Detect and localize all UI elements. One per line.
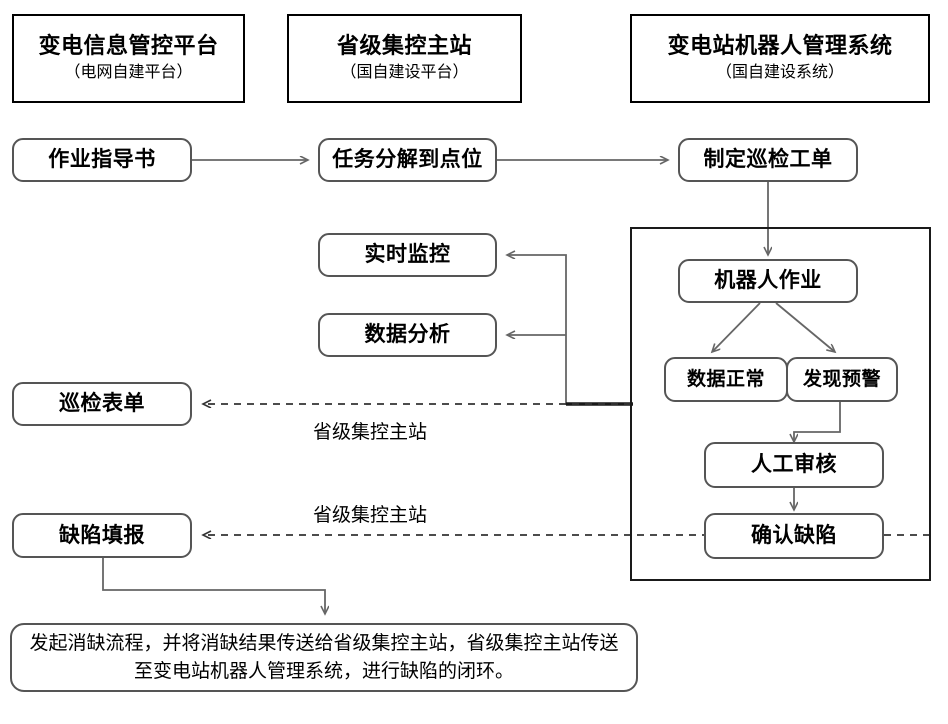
node-label: 数据分析 <box>364 322 451 347</box>
node-label: 实时监控 <box>364 242 451 267</box>
node-label: 制定巡检工单 <box>703 147 833 172</box>
node-inspection-form[interactable]: 巡检表单 <box>12 382 192 426</box>
node-label: 确认缺陷 <box>751 523 837 548</box>
node-data-normal[interactable]: 数据正常 <box>664 357 788 402</box>
node-label: 人工审核 <box>751 452 837 477</box>
node-realtime-monitor[interactable]: 实时监控 <box>318 233 497 277</box>
system-box-robot-management: 变电站机器人管理系统 （国自建设系统） <box>630 14 930 103</box>
system-subtitle: （国自建设平台） <box>340 61 469 81</box>
system-title: 变电站机器人管理系统 <box>667 34 893 60</box>
edge-panel-to-monitoring <box>507 255 631 405</box>
node-robot-operation[interactable]: 机器人作业 <box>678 259 858 303</box>
edge-robot-to-data-normal <box>712 302 761 352</box>
node-manual-review[interactable]: 人工审核 <box>704 442 884 488</box>
system-subtitle: （电网自建平台） <box>64 61 193 81</box>
node-defect-report[interactable]: 缺陷填报 <box>12 513 192 558</box>
system-box-power-info: 变电信息管控平台 （电网自建平台） <box>12 14 245 103</box>
edge-robot-to-warning <box>775 302 835 352</box>
node-confirm-defect[interactable]: 确认缺陷 <box>704 513 884 559</box>
edge-caption-defect-report: 省级集控主站 <box>313 504 428 526</box>
node-task-breakdown[interactable]: 任务分解到点位 <box>318 138 497 182</box>
edge-caption-inspection-form: 省级集控主站 <box>313 421 428 443</box>
node-label: 发现预警 <box>802 368 881 391</box>
system-title: 省级集控主站 <box>336 34 472 60</box>
node-work-instruction[interactable]: 作业指导书 <box>12 138 192 182</box>
edge-warning-to-manual-review <box>794 402 841 442</box>
edge-defect-report-to-note <box>102 558 325 614</box>
node-data-analysis[interactable]: 数据分析 <box>318 313 497 357</box>
node-closed-loop-note: 发起消缺流程，并将消缺结果传送给省级集控主站，省级集控主站传送至变电站机器人管理… <box>10 623 638 692</box>
node-warning-found[interactable]: 发现预警 <box>786 357 898 402</box>
system-subtitle: （国自建设系统） <box>715 61 844 81</box>
node-label: 任务分解到点位 <box>332 147 483 172</box>
node-label: 巡检表单 <box>59 391 145 416</box>
system-box-province-center: 省级集控主站 （国自建设平台） <box>287 14 522 103</box>
node-label: 数据正常 <box>686 368 765 391</box>
node-inspection-order[interactable]: 制定巡检工单 <box>678 138 858 182</box>
system-title: 变电信息管控平台 <box>38 34 219 60</box>
note-text: 发起消缺流程，并将消缺结果传送给省级集控主站，省级集控主站传送至变电站机器人管理… <box>29 631 619 682</box>
node-label: 机器人作业 <box>714 268 822 293</box>
node-label: 作业指导书 <box>48 147 156 172</box>
node-label: 缺陷填报 <box>59 522 145 547</box>
